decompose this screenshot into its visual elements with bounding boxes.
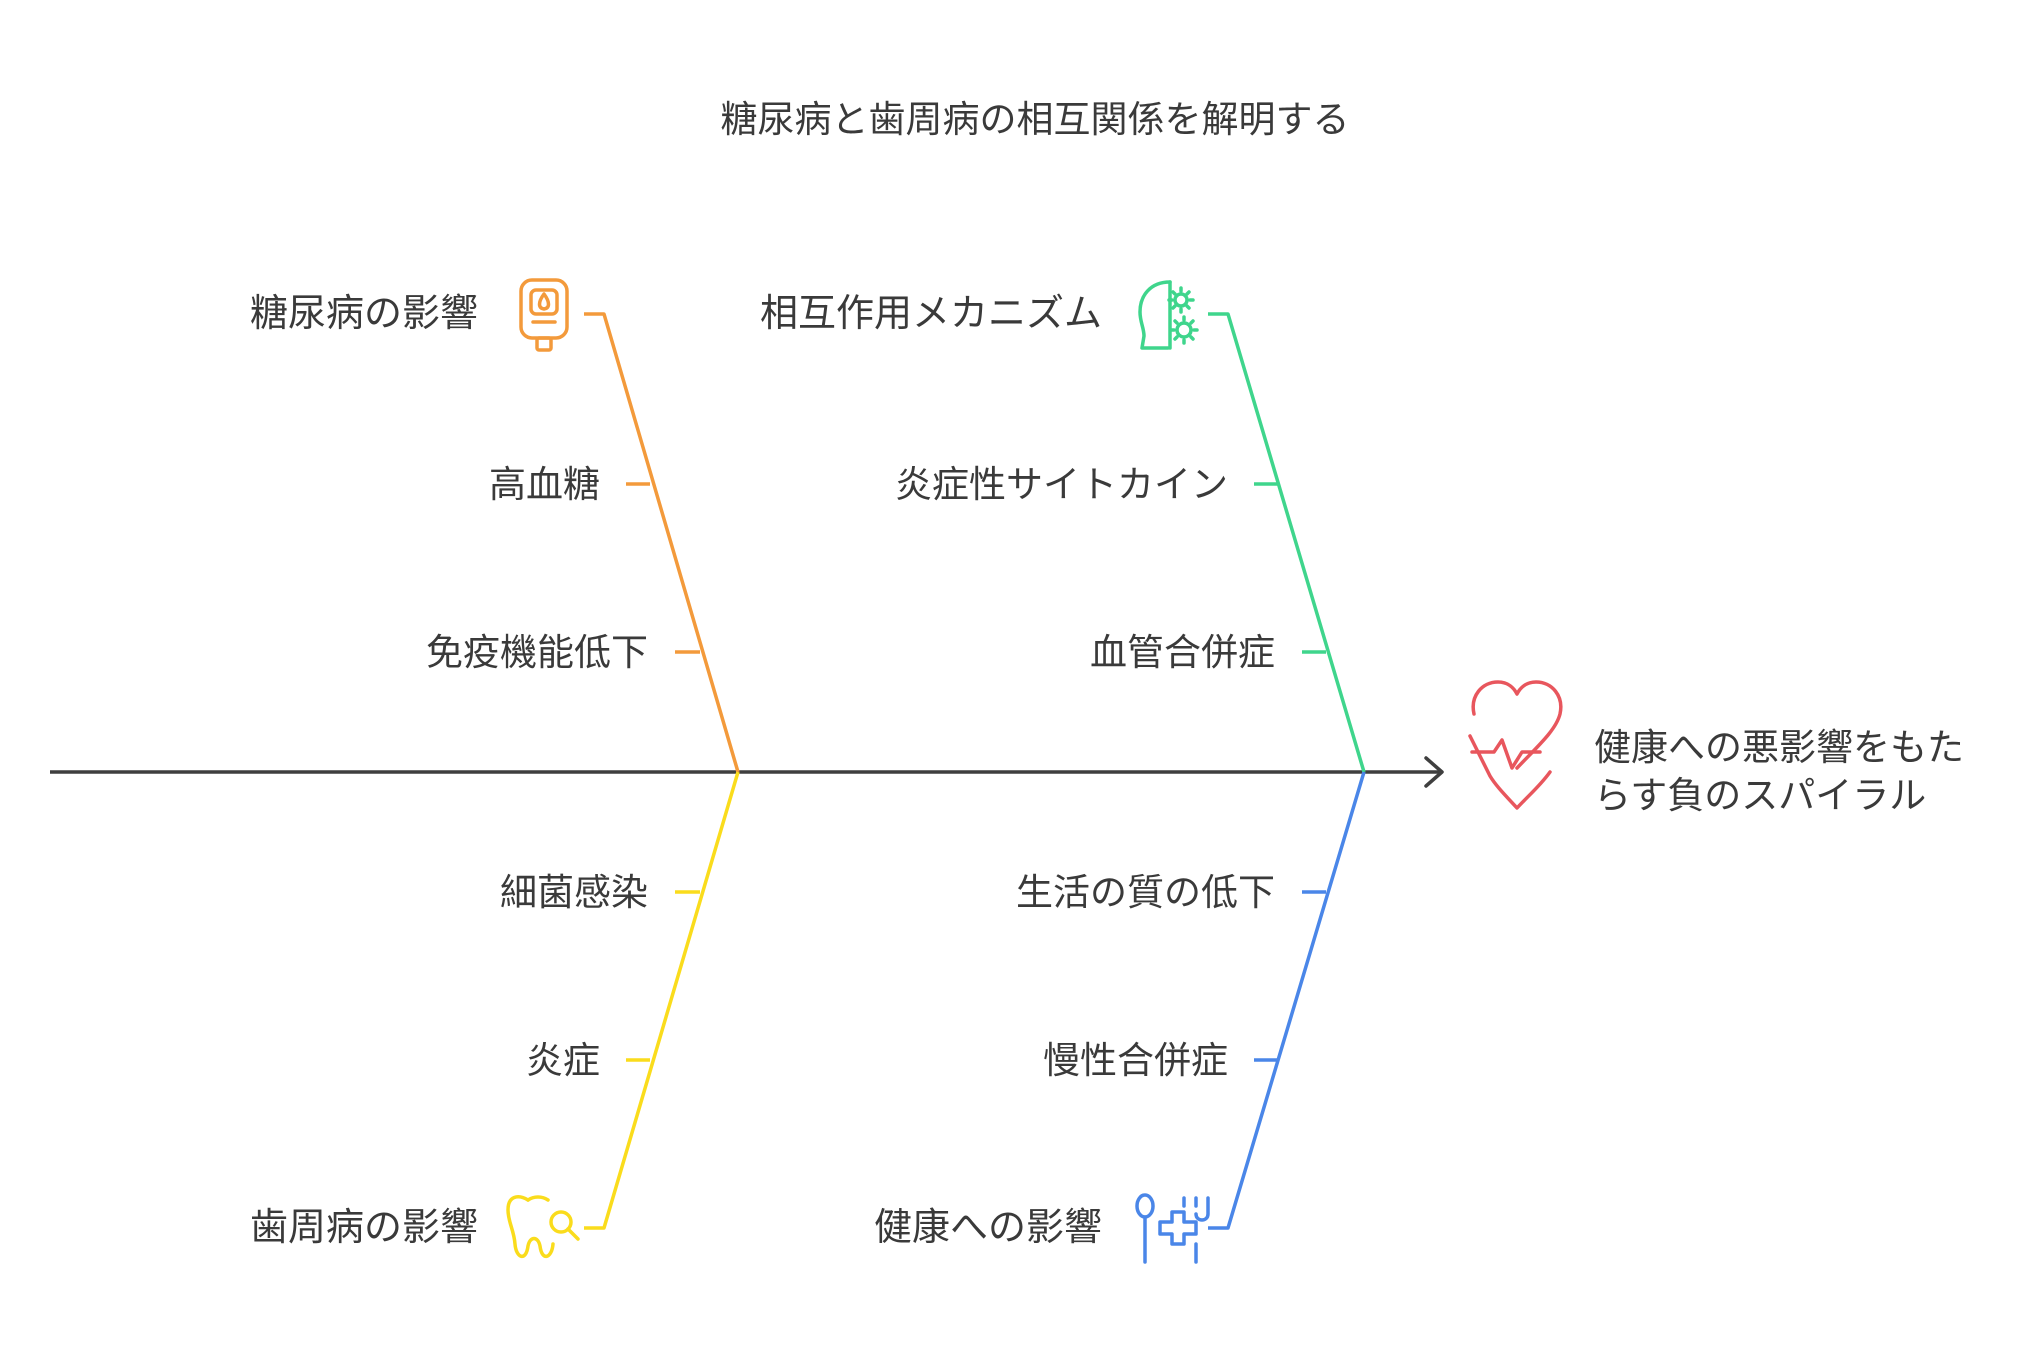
cause-chronic-complication: 慢性合併症 bbox=[1043, 1039, 1228, 1082]
heart-pulse-icon bbox=[1468, 680, 1563, 810]
category-label-mechanism: 相互作用メカニズム bbox=[760, 291, 1102, 335]
diagram-title: 糖尿病と歯周病の相互関係を解明する bbox=[721, 98, 1350, 141]
category-diabetes: 糖尿病の影響 高血糖 免疫機能低下 bbox=[250, 278, 740, 773]
spine bbox=[50, 756, 1444, 788]
cause-inflammatory-cytokine: 炎症性サイトカイン bbox=[895, 463, 1228, 506]
cause-high-blood-sugar: 高血糖 bbox=[489, 463, 600, 506]
outcome: 健康への悪影響をもた らす負のスパイラル bbox=[1468, 680, 1964, 817]
outcome-line-2: らす負のスパイラル bbox=[1594, 774, 1926, 817]
category-label-periodontal: 歯周病の影響 bbox=[250, 1205, 478, 1249]
category-label-diabetes: 糖尿病の影響 bbox=[250, 291, 478, 335]
cause-quality-of-life-decline: 生活の質の低下 bbox=[1016, 871, 1275, 914]
cause-inflammation: 炎症 bbox=[526, 1039, 600, 1082]
medical-tools-icon bbox=[1135, 1193, 1210, 1264]
glucose-meter-icon bbox=[519, 278, 569, 352]
category-mechanism: 相互作用メカニズム 炎症性サイトカイン 血管合併症 bbox=[760, 280, 1366, 773]
tooth-search-icon bbox=[506, 1195, 580, 1258]
cause-bacterial-infection: 細菌感染 bbox=[500, 871, 648, 914]
outcome-line-1: 健康への悪影響をもた bbox=[1594, 726, 1964, 769]
category-periodontal: 歯周病の影響 細菌感染 炎症 bbox=[250, 771, 740, 1258]
cause-immune-decline: 免疫機能低下 bbox=[426, 631, 648, 674]
cause-vascular-complication: 血管合併症 bbox=[1090, 631, 1275, 674]
category-label-health: 健康への影響 bbox=[874, 1205, 1102, 1249]
category-health: 健康への影響 生活の質の低下 慢性合併症 bbox=[874, 771, 1366, 1264]
head-gears-icon bbox=[1138, 280, 1199, 350]
